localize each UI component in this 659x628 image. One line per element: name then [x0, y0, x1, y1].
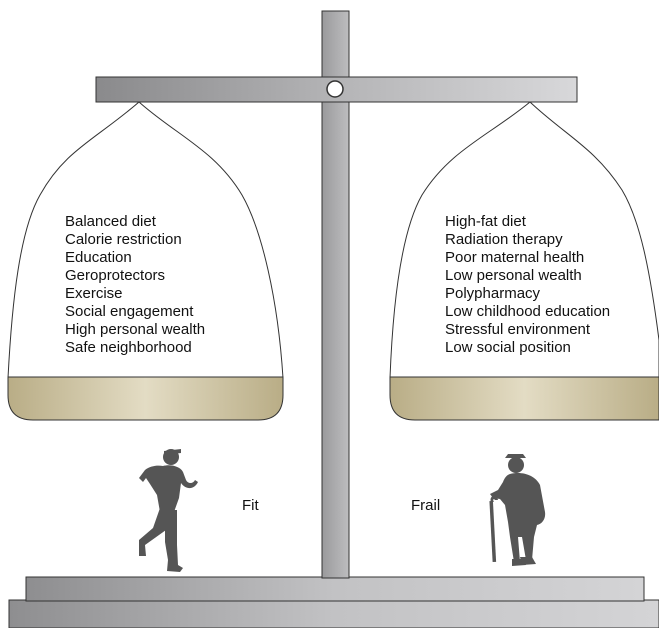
scale-post	[321, 10, 350, 579]
left-factor: Calorie restriction	[65, 231, 182, 248]
right-factor: Low personal wealth	[445, 267, 582, 284]
right-factor: Low social position	[445, 339, 571, 356]
left-factor: High personal wealth	[65, 321, 206, 338]
right-pan-bowl	[389, 376, 659, 421]
right-factor: High-fat diet	[445, 213, 526, 230]
scale-base-lower	[8, 599, 659, 628]
left-factor: Exercise	[65, 285, 123, 302]
scale-base-upper	[25, 576, 645, 602]
left-factor: Social engagement	[65, 303, 194, 320]
left-factor: Geroprotectors	[65, 267, 166, 284]
running-man-icon	[139, 449, 198, 572]
right-factor: Low childhood education	[445, 303, 611, 320]
fit-label: Fit	[242, 497, 259, 514]
left-pan-factor-list: Balanced diet Calorie restriction Educat…	[65, 213, 205, 357]
right-factor: Poor maternal health	[445, 249, 585, 266]
left-factor: Education	[65, 249, 132, 266]
pivot-circle	[326, 80, 344, 98]
right-factor: Radiation therapy	[445, 231, 563, 248]
elderly-man-with-cane-icon	[489, 454, 546, 566]
left-factor: Safe neighborhood	[65, 339, 192, 356]
frail-label: Frail	[411, 497, 441, 514]
right-pan-factor-list: High-fat diet Radiation therapy Poor mat…	[445, 213, 610, 357]
left-factor: Balanced diet	[65, 213, 156, 230]
right-factor: Polypharmacy	[445, 285, 541, 302]
left-pan-bowl	[7, 376, 284, 421]
right-factor: Stressful environment	[445, 321, 591, 338]
